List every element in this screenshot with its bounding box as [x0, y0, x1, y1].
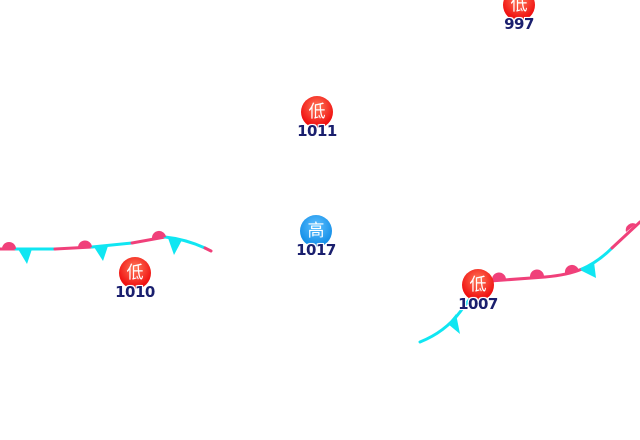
- low-pressure-system[interactable]: 低 1010: [115, 257, 155, 301]
- high-pressure-system[interactable]: 高 1017: [296, 215, 336, 259]
- warm-front: [488, 267, 584, 283]
- stationary-front-right-warm: [610, 220, 640, 250]
- low-pressure-icon: 低: [503, 0, 535, 21]
- cold-front-symbols: [18, 238, 596, 334]
- low-pressure-system[interactable]: 低 997: [499, 0, 539, 33]
- stationary-front-right: [580, 246, 614, 271]
- pressure-label: 1007: [458, 295, 498, 313]
- pressure-label: 1011: [297, 122, 337, 140]
- low-pressure-system[interactable]: 低 1007: [458, 269, 498, 313]
- low-pressure-system[interactable]: 低 1011: [297, 96, 337, 140]
- cold-front: [418, 294, 474, 344]
- low-pressure-icon: 低: [301, 96, 333, 128]
- pressure-label: 1010: [115, 283, 155, 301]
- pressure-label: 1017: [296, 241, 336, 259]
- warm-front-symbols: [2, 223, 636, 280]
- low-pressure-icon: 低: [462, 269, 494, 301]
- pressure-label: 997: [504, 15, 534, 33]
- high-pressure-icon: 高: [300, 215, 332, 247]
- low-pressure-icon: 低: [119, 257, 151, 289]
